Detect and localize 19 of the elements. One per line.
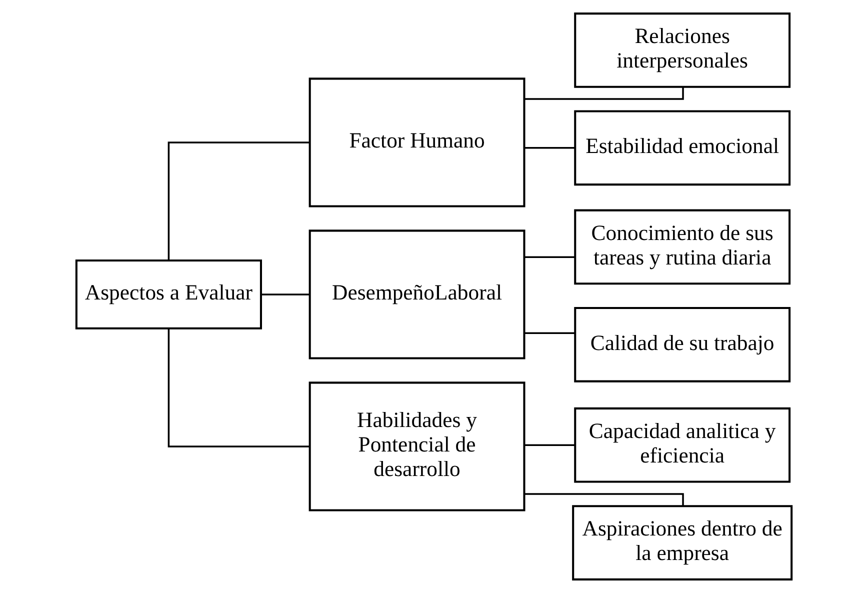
connector (524, 256, 575, 258)
connector (524, 147, 575, 149)
connector (524, 87, 684, 100)
node-box: Aspectos a Evaluar (74, 260, 262, 330)
connector (167, 328, 310, 448)
connector (524, 493, 684, 506)
connector (167, 142, 310, 260)
node-box: Estabilidad emocional (574, 110, 790, 186)
node-box: Habilidades y Pontencial de desarrollo (308, 382, 525, 512)
node-box: Calidad de su trabajo (574, 307, 790, 382)
node-box: Relaciones interpersonales (574, 12, 790, 88)
node-box: DesempeñoLaboral (308, 230, 525, 360)
node-box: Aspiraciones dentro de la empresa (572, 505, 792, 580)
connector (260, 294, 309, 296)
connector (524, 332, 575, 334)
node-box: Factor Humano (308, 78, 525, 208)
connector (524, 444, 575, 446)
node-box: Conocimiento de sus tareas y rutina diaria (574, 209, 790, 285)
node-box: Capacidad analitica y eficiencia (574, 407, 790, 483)
